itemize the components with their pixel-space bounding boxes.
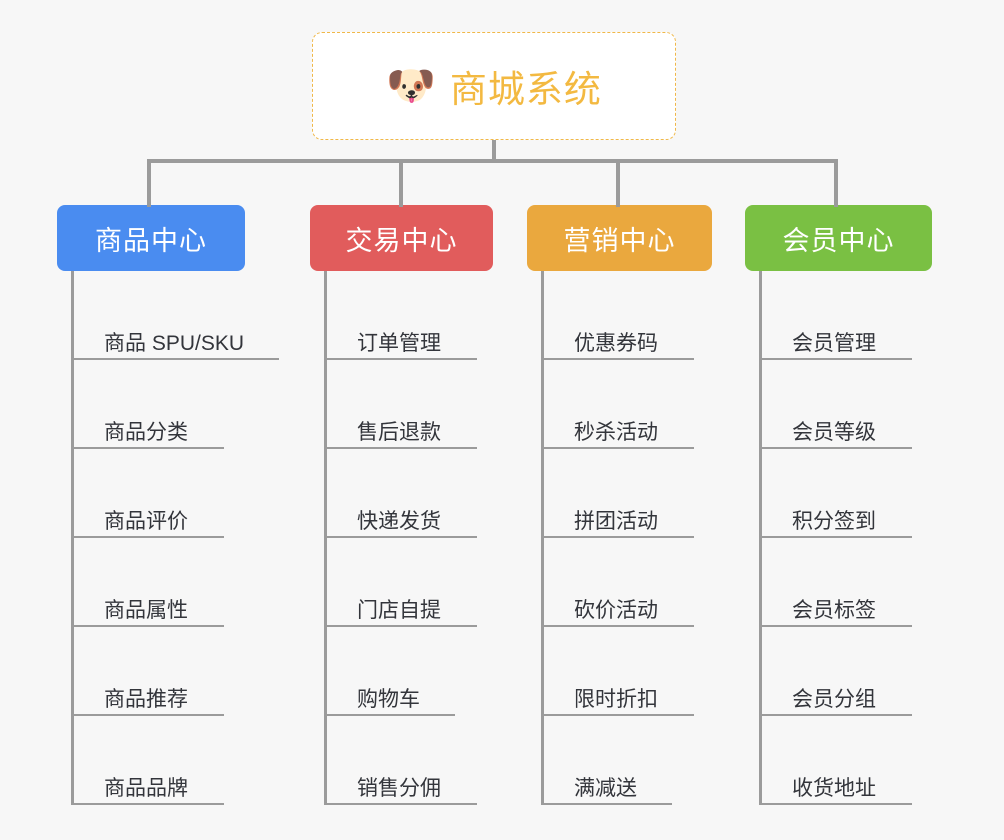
leaf-item-label: 销售分佣 xyxy=(357,777,441,800)
leaf-item-label: 商品 SPU/SKU xyxy=(104,332,245,355)
branch-bus-connector xyxy=(148,159,837,163)
branch-header-product-center[interactable]: 商品中心 xyxy=(57,205,245,271)
leaf-underline xyxy=(327,447,477,449)
leaf-underline xyxy=(762,447,912,449)
leaf-item-label: 商品评价 xyxy=(104,510,188,533)
branch-trade-center: 交易中心订单管理售后退款快递发货门店自提购物车销售分佣 xyxy=(310,205,493,805)
leaf-underline xyxy=(544,803,672,805)
leaf-item-label: 门店自提 xyxy=(357,599,441,622)
leaf-item-label: 秒杀活动 xyxy=(574,421,658,444)
leaf-item[interactable]: 商品 SPU/SKU xyxy=(74,271,279,360)
leaf-item-label: 满减送 xyxy=(574,777,637,800)
leaf-underline xyxy=(327,358,477,360)
leaf-item-label: 收货地址 xyxy=(792,777,876,800)
leaf-item-label: 订单管理 xyxy=(357,332,441,355)
branch-marketing-center: 营销中心优惠券码秒杀活动拼团活动砍价活动限时折扣满减送 xyxy=(527,205,712,805)
leaf-underline xyxy=(327,536,477,538)
leaf-underline xyxy=(327,803,477,805)
leaf-item-label: 拼团活动 xyxy=(574,510,658,533)
leaf-item[interactable]: 商品分类 xyxy=(74,360,252,449)
leaf-underline xyxy=(327,625,477,627)
leaf-underline xyxy=(327,714,455,716)
leaf-item-label: 快递发货 xyxy=(357,510,441,533)
leaf-underline xyxy=(762,803,912,805)
root-stem-connector xyxy=(492,140,496,162)
leaf-underline xyxy=(762,625,912,627)
leaf-item[interactable]: 砍价活动 xyxy=(544,538,694,627)
leaf-item[interactable]: 满减送 xyxy=(544,716,672,805)
leaf-item[interactable]: 订单管理 xyxy=(327,271,477,360)
leaf-item[interactable]: 限时折扣 xyxy=(544,627,694,716)
leaf-item-label: 积分签到 xyxy=(792,510,876,533)
leaf-item[interactable]: 商品评价 xyxy=(74,449,252,538)
branch-header-label: 交易中心 xyxy=(345,225,458,256)
leaf-list-trade-center: 订单管理售后退款快递发货门店自提购物车销售分佣 xyxy=(324,271,477,805)
leaf-item[interactable]: 销售分佣 xyxy=(327,716,477,805)
leaf-item-label: 售后退款 xyxy=(357,421,441,444)
leaf-underline xyxy=(74,625,224,627)
leaf-item[interactable]: 会员等级 xyxy=(762,360,912,449)
leaf-item[interactable]: 优惠券码 xyxy=(544,271,694,360)
leaf-item-label: 购物车 xyxy=(357,688,420,711)
leaf-item[interactable]: 会员分组 xyxy=(762,627,912,716)
branch-product-center: 商品中心商品 SPU/SKU 商品分类商品评价商品属性商品推荐商品品牌 xyxy=(57,205,279,805)
branch-stem-connector xyxy=(399,159,403,207)
root-node[interactable]: 🐶 商城系统 xyxy=(312,32,676,140)
leaf-item[interactable]: 购物车 xyxy=(327,627,455,716)
branch-header-label: 营销中心 xyxy=(563,225,676,256)
leaf-item[interactable]: 秒杀活动 xyxy=(544,360,694,449)
branch-header-marketing-center[interactable]: 营销中心 xyxy=(527,205,712,271)
leaf-item[interactable]: 门店自提 xyxy=(327,538,477,627)
leaf-item[interactable]: 商品推荐 xyxy=(74,627,252,716)
leaf-underline xyxy=(74,536,224,538)
branch-header-member-center[interactable]: 会员中心 xyxy=(745,205,932,271)
branch-stem-connector xyxy=(616,159,620,207)
leaf-item[interactable]: 会员标签 xyxy=(762,538,912,627)
leaf-underline xyxy=(544,447,694,449)
leaf-underline xyxy=(762,714,912,716)
root-title: 商城系统 xyxy=(449,69,602,110)
leaf-item[interactable]: 快递发货 xyxy=(327,449,477,538)
leaf-underline xyxy=(74,803,224,805)
leaf-item-label: 商品推荐 xyxy=(104,688,188,711)
leaf-item-label: 优惠券码 xyxy=(574,332,658,355)
leaf-list-product-center: 商品 SPU/SKU 商品分类商品评价商品属性商品推荐商品品牌 xyxy=(71,271,279,805)
leaf-item-label: 会员标签 xyxy=(792,599,876,622)
branch-header-label: 会员中心 xyxy=(782,225,895,256)
leaf-list-member-center: 会员管理会员等级积分签到会员标签会员分组收货地址 xyxy=(759,271,912,805)
leaf-underline xyxy=(762,358,912,360)
leaf-underline xyxy=(74,447,224,449)
leaf-item-label: 会员分组 xyxy=(792,688,876,711)
leaf-item[interactable]: 拼团活动 xyxy=(544,449,694,538)
leaf-item-label: 会员管理 xyxy=(792,332,876,355)
leaf-item-label: 商品属性 xyxy=(104,599,188,622)
leaf-item[interactable]: 售后退款 xyxy=(327,360,477,449)
leaf-item-label: 砍价活动 xyxy=(574,599,658,622)
leaf-item[interactable]: 收货地址 xyxy=(762,716,912,805)
leaf-underline xyxy=(544,714,694,716)
leaf-underline xyxy=(544,625,694,627)
leaf-item[interactable]: 积分签到 xyxy=(762,449,912,538)
branch-header-trade-center[interactable]: 交易中心 xyxy=(310,205,493,271)
leaf-list-marketing-center: 优惠券码秒杀活动拼团活动砍价活动限时折扣满减送 xyxy=(541,271,694,805)
branch-header-label: 商品中心 xyxy=(95,225,207,256)
leaf-item-label: 商品分类 xyxy=(104,421,188,444)
branch-stem-connector xyxy=(147,159,151,207)
leaf-underline xyxy=(74,714,224,716)
leaf-underline xyxy=(544,358,694,360)
shiba-dog-icon: 🐶 xyxy=(386,64,436,108)
leaf-item-label: 限时折扣 xyxy=(574,688,658,711)
leaf-underline xyxy=(544,536,694,538)
leaf-underline xyxy=(762,536,912,538)
leaf-item[interactable]: 商品属性 xyxy=(74,538,252,627)
leaf-item[interactable]: 会员管理 xyxy=(762,271,912,360)
leaf-item-label: 商品品牌 xyxy=(104,777,188,800)
branch-member-center: 会员中心会员管理会员等级积分签到会员标签会员分组收货地址 xyxy=(745,205,932,805)
leaf-underline xyxy=(74,358,279,360)
leaf-item[interactable]: 商品品牌 xyxy=(74,716,252,805)
branch-stem-connector xyxy=(834,159,838,207)
leaf-item-label: 会员等级 xyxy=(792,421,876,444)
